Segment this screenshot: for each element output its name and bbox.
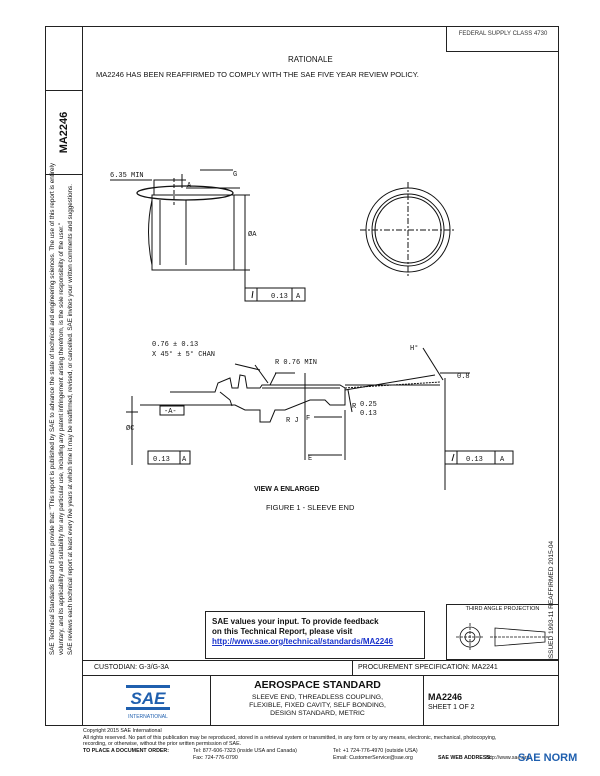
left-margin-column	[45, 26, 83, 726]
supply-class-box: FEDERAL SUPPLY CLASS 4730	[446, 26, 559, 52]
logo-box	[83, 676, 211, 726]
legal-text-1: SAE Technical Standards Board Rules prov…	[49, 162, 56, 655]
rationale-text: MA2246 HAS BEEN REAFFIRMED TO COMPLY WIT…	[96, 70, 419, 79]
standard-description: SLEEVE END, THREADLESS COUPLING, FLEXIBL…	[211, 694, 424, 718]
title-cell	[211, 676, 424, 726]
fcf-right-tolerance: 0.13	[466, 456, 483, 464]
copyright-line: Copyright 2015 SAE International	[83, 728, 162, 734]
sae-logo-text: SAE	[131, 689, 167, 708]
phone-us: Tel: 877-606-7323 (inside USA and Canada…	[193, 748, 297, 754]
legal-text-3: SAE reviews each technical report at lea…	[67, 184, 74, 655]
datum-a-label: -A-	[164, 408, 177, 416]
custodian-row	[83, 660, 559, 676]
order-label: TO PLACE A DOCUMENT ORDER:	[83, 748, 170, 754]
standard-title: AEROSPACE STANDARD	[254, 679, 381, 691]
technical-drawing: 6.35 MIN A G ØA 0.13 A 0.76 ± 0.13 X 45°…	[110, 169, 514, 490]
dim-635-label: 6.35 MIN	[110, 172, 144, 180]
feedback-line-2: on this Technical Report, please visit	[212, 627, 353, 636]
fcf-top-tolerance: 0.13	[271, 293, 288, 301]
fcf-right-datum: A	[500, 456, 505, 464]
fcf-left-tolerance: 0.13	[153, 456, 170, 464]
fax: Fax: 724-776-0790	[193, 755, 238, 761]
label-phi-c: ØC	[126, 424, 134, 433]
watermark: SAE NORM	[518, 752, 578, 764]
feedback-link[interactable]: http://www.sae.org/technical/standards/M…	[212, 637, 394, 646]
procurement-spec: PROCUREMENT SPECIFICATION: MA2241	[358, 664, 498, 671]
dim-013-label: 0.13	[360, 410, 377, 418]
feedback-line-1: SAE values your input. To provide feedba…	[212, 617, 379, 626]
figure-caption: FIGURE 1 - SLEEVE END	[266, 503, 355, 512]
procurement-divider	[352, 660, 353, 676]
rights-line: All rights reserved. No part of this pub…	[83, 734, 497, 741]
dim-076-label: 0.76 ± 0.13	[152, 341, 198, 349]
label-f: F	[306, 415, 310, 423]
sae-logo: SAE INTERNATIONAL	[126, 685, 170, 720]
label-g: G	[233, 171, 237, 179]
email: Email: CustomerService@sae.org	[333, 755, 413, 761]
label-r: R	[352, 403, 357, 411]
view-caption: VIEW A ENLARGED	[254, 486, 320, 493]
dim-r076-label: R 0.76 MIN	[275, 359, 317, 367]
legal-text-2: voluntary, and its applicability and sui…	[58, 223, 65, 655]
sleeve-body-outline	[151, 194, 235, 271]
fcf-left-datum: A	[182, 456, 187, 464]
label-phi-a: ØA	[248, 230, 257, 239]
label-h: H°	[410, 344, 418, 353]
projection-title: THIRD ANGLE PROJECTION	[465, 606, 540, 612]
dim-chan-label: X 45° ± 5° CHAN	[152, 350, 215, 359]
description-line-1: SLEEVE END, THREADLESS COUPLING,	[252, 694, 383, 701]
footer-contact: TO PLACE A DOCUMENT ORDER: Tel: 877-606-…	[83, 748, 530, 768]
sae-logo-subtext: INTERNATIONAL	[128, 714, 168, 720]
phone-intl: Tel: +1 724-776-4970 (outside USA)	[333, 748, 418, 754]
sheet-number: SHEET 1 OF 2	[428, 704, 475, 711]
label-e: E	[308, 455, 312, 463]
feedback-box: SAE values your input. To provide feedba…	[205, 611, 425, 659]
label-rj: R J	[286, 417, 299, 425]
third-angle-projection-icon	[456, 623, 550, 651]
doc-number-box	[45, 90, 83, 175]
page-frame	[45, 26, 559, 726]
dim-08-label: 0.8	[457, 373, 470, 381]
description-line-3: DESIGN STANDARD, METRIC	[270, 710, 365, 717]
rationale-title: RATIONALE	[288, 55, 333, 64]
footer-copyright: Copyright 2015 SAE International All rig…	[83, 728, 496, 748]
rights-line-2: recording, or otherwise, without the pri…	[83, 741, 242, 747]
custodian: CUSTODIAN: G-3/G-3A	[94, 664, 169, 671]
fcf-top-datum: A	[296, 293, 301, 301]
label-a: A	[187, 182, 192, 190]
dim-025-label: 0.25	[360, 401, 377, 409]
title-doc-number: MA2246	[428, 692, 463, 702]
web-address[interactable]: http://www.sae.org	[486, 755, 530, 761]
description-line-2: FLEXIBLE, FIXED CAVITY, SELF BONDING,	[249, 702, 386, 709]
projection-box	[446, 604, 559, 660]
web-label: SAE WEB ADDRESS:	[438, 755, 492, 761]
